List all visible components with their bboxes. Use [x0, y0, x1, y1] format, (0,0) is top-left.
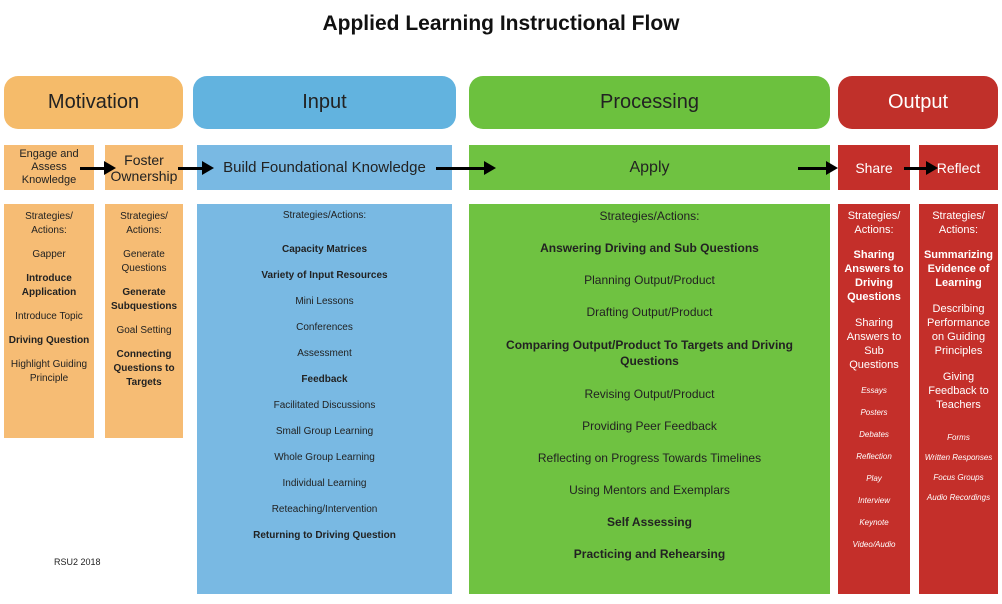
strategy-item: Introduce Topic [15, 311, 83, 322]
strategy-item: Capacity Matrices [281, 244, 368, 255]
output-format-item: Debates [859, 430, 889, 439]
column-input: Strategies/Actions: Capacity Matrices Va… [197, 204, 452, 594]
output-format-item: Reflection [856, 452, 892, 461]
column-heading: Strategies/ Actions: [932, 210, 985, 236]
header-output: Output [838, 76, 998, 129]
arrow-apply-share [798, 161, 838, 175]
footnote: RSU2 2018 [54, 557, 101, 567]
column-heading: Strategies/ Actions: [847, 210, 901, 236]
strategy-item: Assessment [297, 348, 352, 359]
strategy-item: Feedback [301, 374, 348, 385]
header-input: Input [193, 76, 456, 129]
column-heading: Strategies/Actions: [282, 210, 367, 221]
strategy-item: Sharing Answers to Sub Questions [846, 317, 902, 371]
diagram-title: Applied Learning Instructional Flow [322, 12, 680, 35]
column-heading: Strategies/ Actions: [25, 211, 73, 236]
strategy-item: Returning to Driving Question [253, 530, 396, 541]
strategy-item: Reflecting on Progress Towards Timelines [537, 451, 762, 465]
output-format-item: Focus Groups [933, 473, 984, 482]
output-format-item: Audio Recordings [926, 493, 991, 502]
column-engage: Strategies/ Actions: Gapper Introduce Ap… [4, 204, 94, 438]
step-build: Build Foundational Knowledge [197, 145, 452, 190]
strategy-item: Driving Question [8, 335, 90, 346]
output-format-item: Posters [860, 408, 888, 417]
column-heading: Strategies/ Actions: [120, 211, 168, 236]
strategy-item: Comparing Output/Product To Targets and … [506, 338, 793, 368]
strategy-item: Planning Output/Product [584, 273, 715, 287]
strategy-item: Revising Output/Product [584, 387, 715, 401]
column-share: Strategies/ Actions: Sharing Answers to … [838, 204, 910, 594]
step-share: Share [838, 145, 910, 190]
strategy-item: Generate Subquestions [110, 287, 178, 312]
step-engage: Engage and Assess Knowledge [4, 145, 94, 190]
strategy-item: Practicing and Rehearsing [573, 547, 726, 561]
strategy-item: Using Mentors and Exemplars [569, 483, 730, 497]
step-foster: Foster Ownership [105, 145, 183, 190]
strategy-item: Reteaching/Intervention [271, 504, 378, 515]
arrow-engage-foster [80, 161, 116, 175]
strategy-item: Highlight Guiding Principle [10, 359, 88, 384]
header-processing: Processing [469, 76, 830, 129]
output-format-item: Video/Audio [852, 540, 896, 549]
strategy-item: Variety of Input Resources [261, 270, 388, 281]
strategy-item: Whole Group Learning [274, 452, 375, 463]
strategy-item: Summarizing Evidence of Learning [923, 249, 994, 289]
output-format-item: Interview [857, 496, 890, 505]
strategy-item: Generate Questions [121, 249, 167, 274]
column-reflect: Strategies/ Actions: Summarizing Evidenc… [919, 204, 998, 594]
output-format-item: Keynote [859, 518, 889, 527]
strategy-item: Conferences [296, 322, 353, 333]
strategy-item: Drafting Output/Product [586, 305, 713, 319]
strategy-item: Describing Performance on Guiding Princi… [927, 303, 990, 357]
column-processing: Strategies/Actions: Answering Driving an… [469, 204, 830, 594]
header-motivation: Motivation [4, 76, 183, 129]
strategy-item: Mini Lessons [295, 296, 354, 307]
arrow-build-apply [436, 161, 496, 175]
step-apply: Apply [469, 145, 830, 190]
output-format-item: Play [866, 474, 882, 483]
strategy-item: Introduce Application [21, 273, 77, 298]
strategy-item: Self Assessing [607, 515, 692, 529]
strategy-item: Answering Driving and Sub Questions [540, 241, 759, 255]
column-foster: Strategies/ Actions: Generate Questions … [105, 204, 183, 438]
output-format-item: Forms [947, 433, 970, 442]
strategy-item: Connecting Questions to Targets [113, 349, 175, 388]
column-heading: Strategies/Actions: [599, 209, 700, 223]
strategy-item: Providing Peer Feedback [582, 419, 717, 433]
arrow-foster-build [178, 161, 214, 175]
strategy-item: Facilitated Discussions [273, 400, 376, 411]
strategy-item: Sharing Answers to Driving Questions [844, 249, 904, 303]
strategy-item: Giving Feedback to Teachers [928, 371, 989, 411]
arrow-share-reflect [904, 161, 938, 175]
output-format-item: Essays [861, 386, 887, 395]
strategy-item: Gapper [32, 249, 66, 260]
strategy-item: Goal Setting [116, 325, 172, 336]
strategy-item: Small Group Learning [275, 426, 374, 437]
output-format-item: Written Responses [924, 453, 993, 462]
strategy-item: Individual Learning [282, 478, 367, 489]
